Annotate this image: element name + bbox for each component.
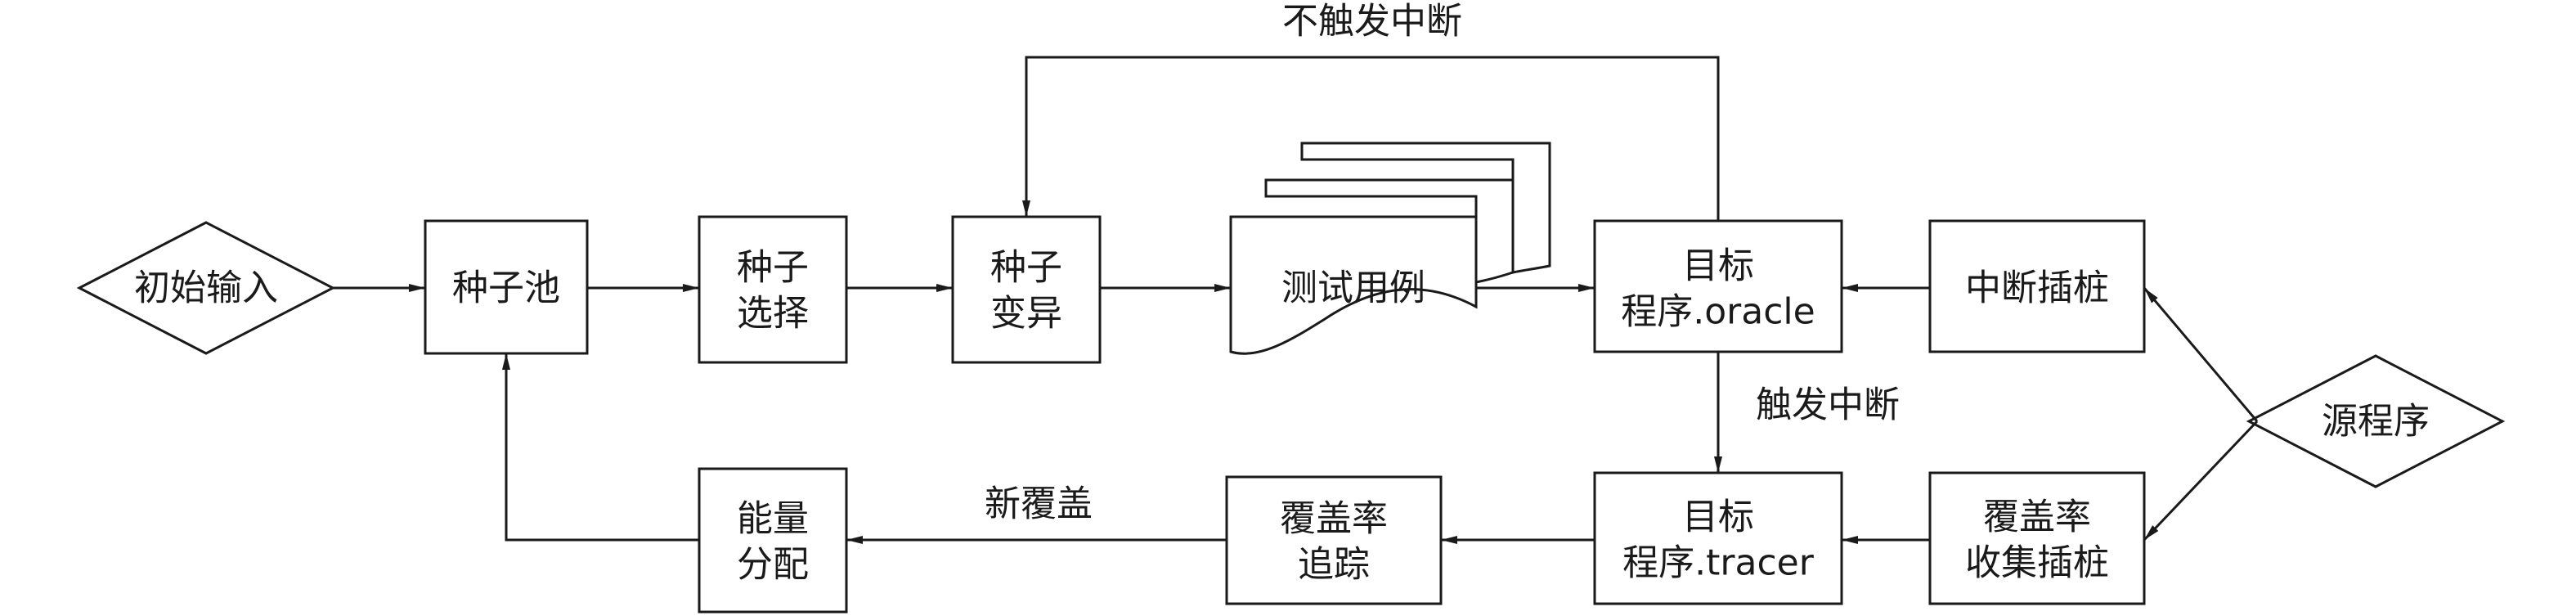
node-interrupt-instrument: 中断插桩 <box>1928 219 2146 353</box>
coverage-instrument-label-line2: 收集插桩 <box>1965 542 2109 584</box>
initial-input-label: 初始输入 <box>134 268 278 309</box>
node-target-oracle: 目标 程序.oracle <box>1593 219 1843 353</box>
arrow-energy-to-pool <box>502 353 699 542</box>
energy-alloc-box <box>698 467 848 614</box>
test-cases-doc-front <box>1229 215 1478 355</box>
target-tracer-label-line1: 目标 <box>1682 497 1754 538</box>
edge-label-interrupt: 触发中断 <box>1756 384 1900 426</box>
energy-alloc-label-line1: 能量 <box>737 498 809 540</box>
target-tracer-label-line2: 程序.tracer <box>1622 542 1815 584</box>
arrow-source-to-interrupt-instrument <box>2143 287 2259 422</box>
node-initial-input: 初始输入 <box>76 221 336 355</box>
interrupt-instrument-box <box>1928 219 2146 353</box>
coverage-trace-box <box>1225 475 1443 605</box>
node-target-tracer: 目标 程序.tracer <box>1593 471 1843 605</box>
seed-select-box <box>698 215 848 364</box>
target-oracle-label-line2: 程序.oracle <box>1621 291 1815 333</box>
coverage-instrument-label-line1: 覆盖率 <box>1983 497 2091 538</box>
source-program-label: 源程序 <box>2322 401 2430 443</box>
edge-label-new-coverage: 新覆盖 <box>985 483 1093 525</box>
node-seed-select: 种子 选择 <box>698 215 848 364</box>
coverage-instrument-box <box>1928 471 2146 605</box>
seed-pool-box <box>424 219 589 355</box>
seed-pool-label: 种子池 <box>452 268 560 309</box>
target-tracer-box <box>1593 471 1843 605</box>
seed-select-label-line2: 选择 <box>737 293 809 335</box>
node-energy-alloc: 能量 分配 <box>698 467 848 614</box>
arrow-source-to-coverage-instrument <box>2143 420 2259 542</box>
test-cases-label: 测试用例 <box>1281 268 1425 309</box>
node-test-cases: 测试用例 <box>1229 142 1551 355</box>
edge-label-no-interrupt: 不触发中断 <box>1282 1 1462 43</box>
node-source-program: 源程序 <box>2246 354 2506 488</box>
energy-alloc-label-line2: 分配 <box>737 544 809 586</box>
seed-mutate-label-line1: 种子 <box>990 247 1062 289</box>
node-seed-pool: 种子池 <box>424 219 589 355</box>
interrupt-instrument-label: 中断插桩 <box>1965 268 2109 309</box>
node-seed-mutate: 种子 变异 <box>951 215 1102 364</box>
seed-mutate-box <box>951 215 1102 364</box>
target-oracle-label-line1: 目标 <box>1682 245 1754 287</box>
coverage-trace-label-line1: 覆盖率 <box>1280 498 1388 540</box>
source-program-diamond <box>2246 354 2506 488</box>
coverage-trace-label-line2: 追踪 <box>1298 544 1370 586</box>
seed-mutate-label-line2: 变异 <box>990 293 1062 335</box>
arrow-no-interrupt-loop <box>1022 56 1720 221</box>
node-coverage-trace: 覆盖率 追踪 <box>1225 475 1443 605</box>
seed-select-label-line1: 种子 <box>737 247 809 289</box>
node-coverage-instrument: 覆盖率 收集插桩 <box>1928 471 2146 605</box>
